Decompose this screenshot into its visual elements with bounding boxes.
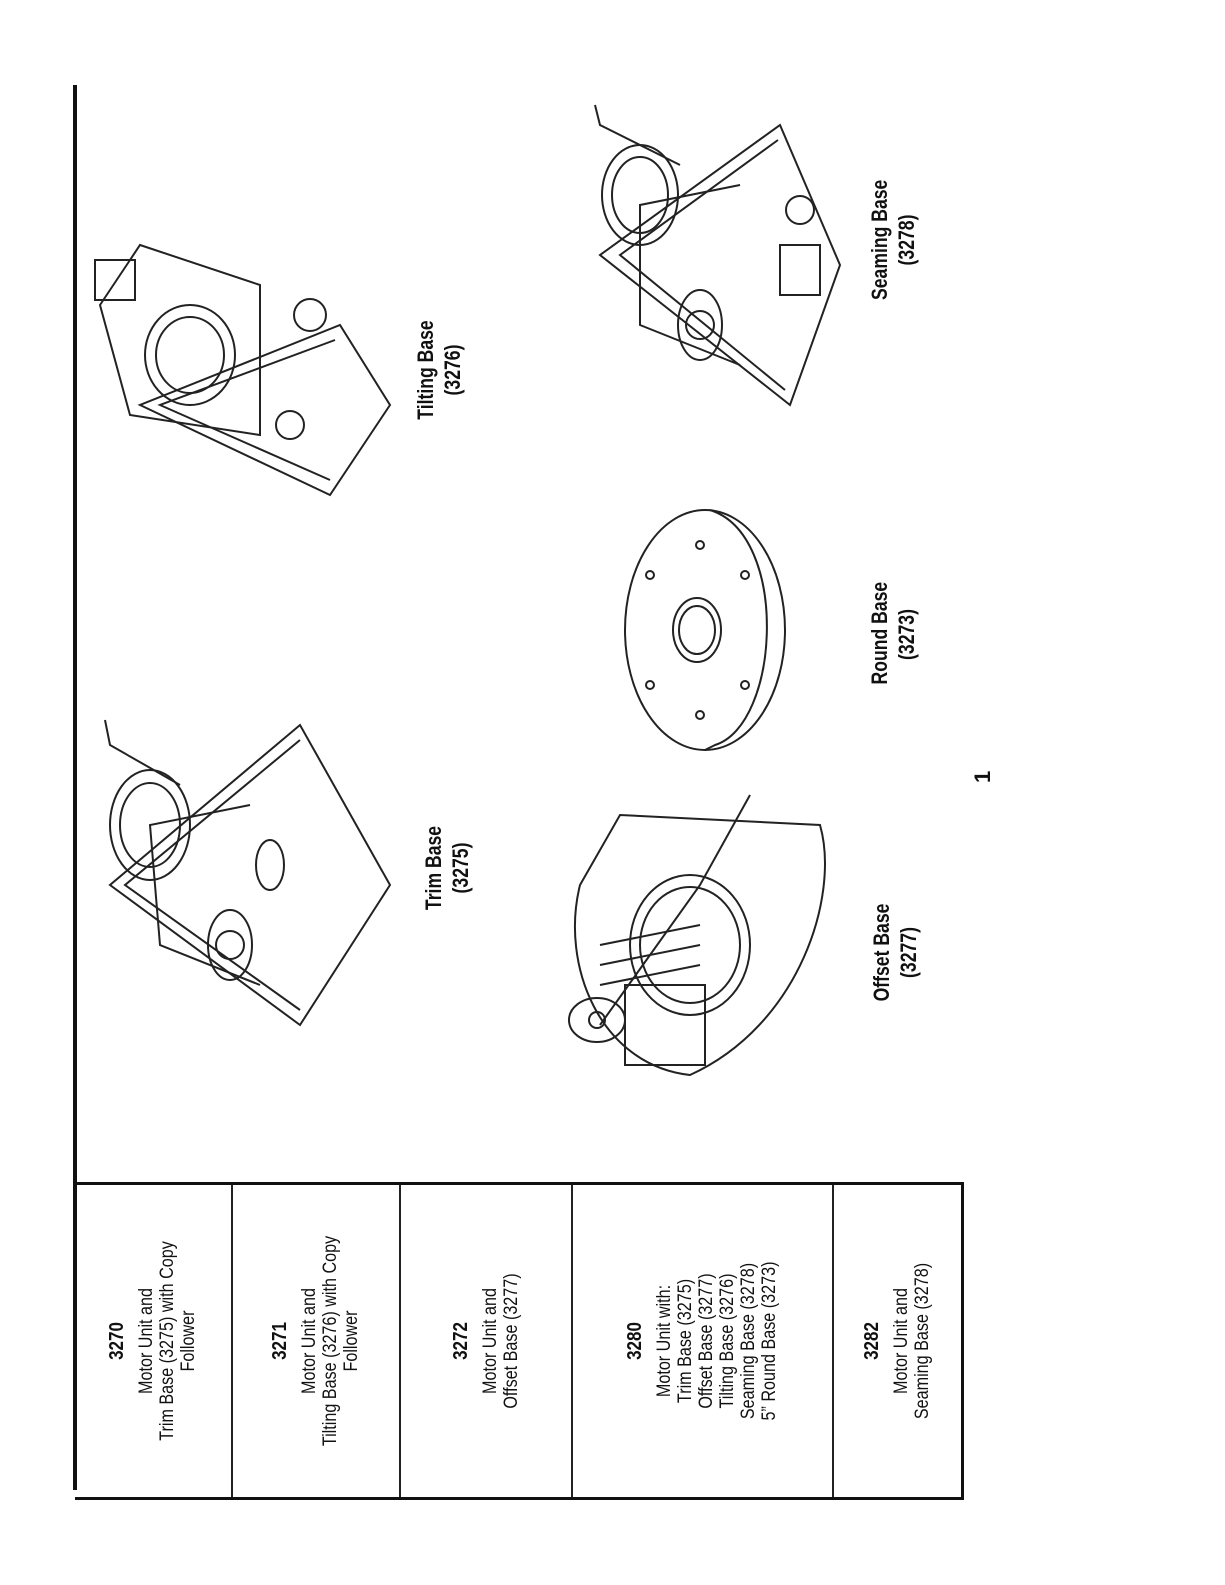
caption-code: (3276): [440, 344, 465, 396]
caption-code: (3278): [894, 214, 919, 266]
caption-seaming-base: Seaming Base (3278): [866, 180, 920, 300]
caption-round-base: Round Base (3273): [866, 581, 920, 685]
offset-base-illustration: [568, 794, 826, 1077]
caption-name: Round Base: [867, 581, 892, 685]
caption-code: (3277): [896, 927, 921, 978]
seaming-base-illustration: [594, 104, 842, 407]
caption-name: Tilting Base: [413, 320, 438, 420]
tilting-base-illustration: [94, 243, 392, 497]
caption-name: Seaming Base: [867, 179, 892, 300]
page-number: 1: [970, 770, 995, 783]
caption-name: Offset Base: [869, 903, 894, 1002]
caption-code: (3273): [894, 609, 919, 660]
trim-base-illustration: [104, 719, 392, 1027]
caption-tilting-base: Tilting Base (3276): [412, 318, 466, 422]
caption-name: Trim Base: [421, 825, 446, 911]
round-base-illustration: [624, 509, 786, 751]
caption-code: (3275): [448, 842, 473, 894]
caption-trim-base: Trim Base (3275): [420, 824, 474, 912]
caption-offset-base: Offset Base (3277): [868, 903, 922, 1003]
